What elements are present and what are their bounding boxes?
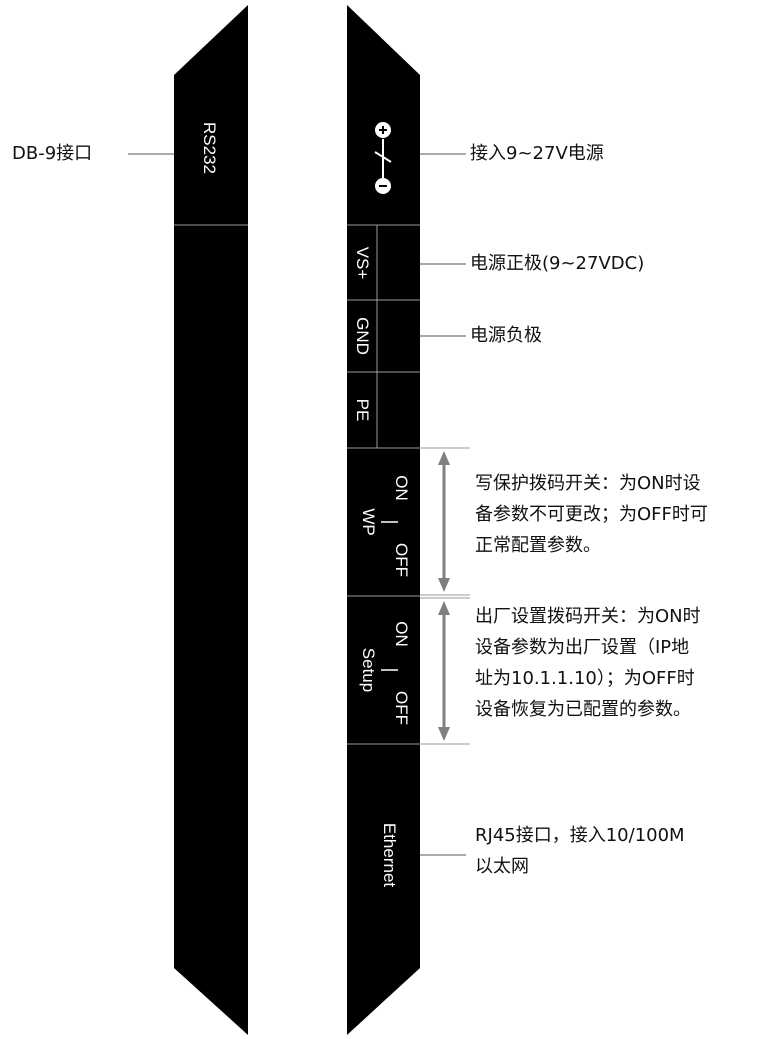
wp-off-label: OFF	[392, 543, 411, 577]
gnd-callout: 电源负极	[470, 325, 542, 346]
wp-callout-line-3: 正常配置参数。	[475, 535, 601, 556]
wp-range-arrow	[420, 447, 470, 596]
ethernet-label: Ethernet	[380, 823, 399, 888]
setup-callout: 出厂设置拨码开关：为ON时 设备参数为出厂设置（IP地 址为10.1.1.10）…	[475, 601, 701, 725]
setup-callout-line-3: 址为10.1.1.10）；为OFF时	[475, 668, 695, 689]
power-in-callout: 接入9~27V电源	[470, 143, 604, 164]
setup-on-label: ON	[392, 621, 411, 647]
wp-callout-line-1: 写保护拨码开关：为ON时设	[475, 473, 701, 494]
rj45-callout-line-2: 以太网	[475, 856, 529, 877]
right-module-body	[347, 5, 420, 1035]
wp-on-label: ON	[392, 475, 411, 501]
setup-range-arrow	[420, 597, 470, 745]
wp-name-label: WP	[359, 508, 378, 535]
left-module-body	[174, 5, 248, 1035]
setup-name-label: Setup	[359, 648, 378, 692]
terminal-pe-label: PE	[353, 399, 372, 422]
wp-callout: 写保护拨码开关：为ON时设 备参数不可更改；为OFF时可 正常配置参数。	[475, 468, 708, 561]
rj45-callout-line-1: RJ45接口，接入10/100M	[475, 825, 685, 846]
setup-off-label: OFF	[392, 691, 411, 725]
setup-callout-line-1: 出厂设置拨码开关：为ON时	[475, 606, 701, 627]
rj45-callout: RJ45接口，接入10/100M 以太网	[475, 820, 685, 882]
setup-callout-line-2: 设备参数为出厂设置（IP地	[475, 637, 690, 658]
setup-callout-line-4: 设备恢复为已配置的参数。	[475, 699, 691, 720]
vs-plus-callout: 电源正极(9~27VDC)	[470, 253, 645, 274]
terminal-gnd-label: GND	[353, 317, 372, 355]
rs232-label: RS232	[200, 122, 219, 174]
terminal-vs-plus-label: VS+	[353, 247, 372, 280]
wp-callout-line-2: 备参数不可更改；为OFF时可	[475, 504, 708, 525]
dc-power-jack-icon	[374, 122, 392, 194]
db9-callout: DB-9接口	[12, 143, 93, 164]
